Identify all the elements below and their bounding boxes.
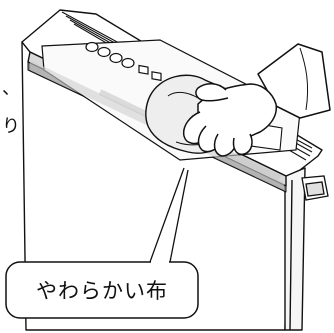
side-mark-bottom: り — [2, 116, 20, 137]
callout-label: やわらかい布 — [36, 279, 168, 303]
leader-line — [149, 167, 189, 263]
square-buttons — [138, 64, 162, 82]
side-mark-top: 、 — [2, 78, 20, 99]
hand-icon — [182, 43, 331, 157]
callout-box — [5, 261, 199, 319]
round-buttons — [85, 41, 135, 69]
side-handle — [301, 175, 329, 201]
